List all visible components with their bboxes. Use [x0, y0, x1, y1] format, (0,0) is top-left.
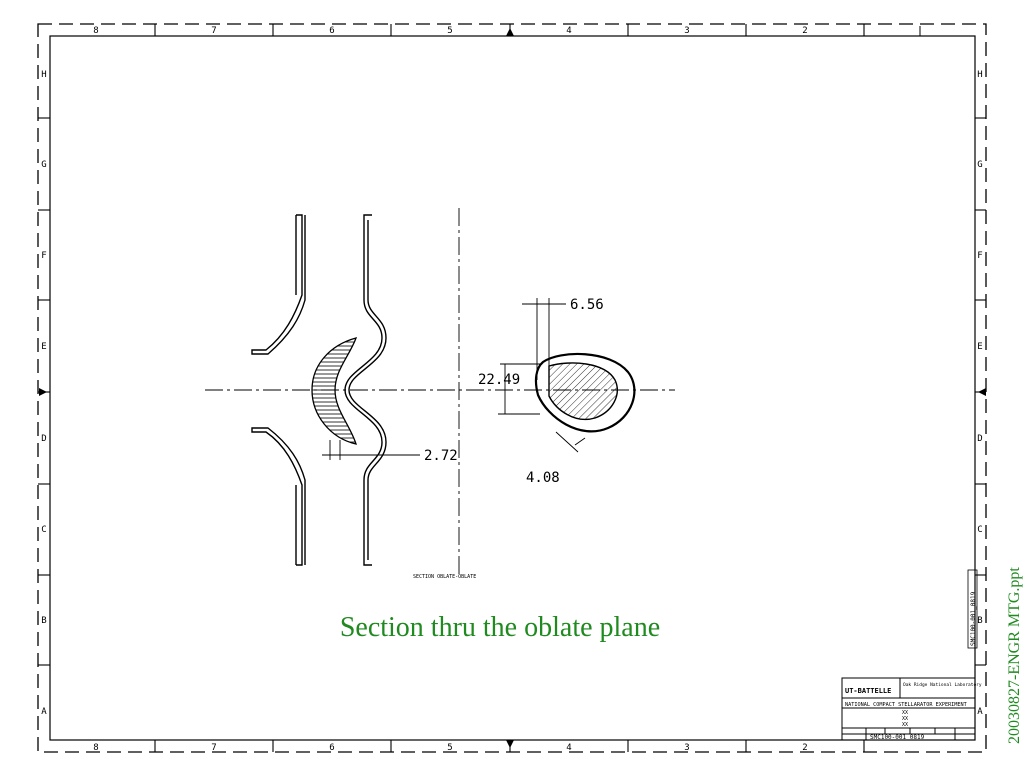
outer-wall-section	[251, 214, 306, 566]
title-block	[841, 677, 976, 741]
col-label: 2	[802, 743, 807, 753]
slide-caption: Section thru the oblate plane	[339, 612, 661, 643]
lab-name: Oak Ridge National Laboratory	[903, 682, 982, 688]
title-placeholder: XX	[902, 710, 908, 716]
col-label: 5	[447, 743, 452, 753]
row-label: A	[41, 707, 47, 717]
height-dimension-label: 22.49	[478, 372, 520, 388]
col-label: 3	[684, 26, 689, 36]
row-label: E	[977, 342, 982, 352]
column-labels-top: 8 7 6 5 4 3 2	[93, 26, 807, 36]
section-label: SECTION OBLATE-OBLATE	[413, 574, 476, 580]
row-label: C	[977, 525, 982, 535]
top-width-dimension-label: 6.56	[570, 297, 604, 313]
rotated-drawing-number: SMC100-001_0819	[970, 591, 977, 646]
col-label: 6	[329, 26, 334, 36]
title-placeholder: XX	[902, 722, 908, 728]
row-label: C	[41, 525, 46, 535]
row-labels-right: H G F E D C B A	[977, 70, 983, 717]
hatched-crescent-section	[311, 337, 358, 445]
row-label: H	[41, 70, 46, 80]
col-label: 6	[329, 743, 334, 753]
col-label: 8	[93, 26, 98, 36]
col-label: 4	[566, 743, 571, 753]
row-label: G	[977, 160, 982, 170]
col-label: 4	[566, 26, 571, 36]
d-shape-outer	[534, 352, 636, 433]
row-label: H	[977, 70, 982, 80]
col-label: 3	[684, 743, 689, 753]
col-label: 8	[93, 743, 98, 753]
column-labels-bottom: 8 7 6 5 4 3 2	[93, 743, 807, 753]
project-title: NATIONAL COMPACT STELLARATOR EXPERIMENT	[845, 702, 967, 708]
side-file-note: 20030827-ENGR MTG.ppt	[1006, 567, 1023, 744]
row-label: G	[41, 160, 46, 170]
revision-block	[864, 26, 975, 37]
gap-dimension-label: 2.72	[424, 448, 458, 464]
rotated-number-strip: SMC100-001_0819	[967, 569, 978, 649]
center-arrows	[39, 28, 986, 748]
col-label: 7	[211, 26, 216, 36]
row-label: F	[977, 251, 982, 261]
inner-wall-section	[344, 214, 387, 566]
row-label: D	[41, 434, 46, 444]
gap-dimension	[322, 440, 420, 460]
row-label: A	[977, 707, 983, 717]
row-label: B	[41, 616, 46, 626]
company-logo-text: UT-BATTELLE	[845, 687, 891, 695]
col-label: 2	[802, 26, 807, 36]
title-placeholder: XX	[902, 716, 908, 722]
row-label: E	[41, 342, 46, 352]
row-label: B	[977, 616, 982, 626]
drawing-number: SMC100-001_0819	[870, 734, 925, 741]
col-label: 5	[447, 26, 452, 36]
thickness-dimension-label: 4.08	[526, 470, 560, 486]
row-label: F	[41, 251, 46, 261]
right-dimensions	[498, 298, 586, 453]
col-label: 7	[211, 743, 216, 753]
d-shape-hatched-inner	[548, 362, 618, 421]
row-label: D	[977, 434, 982, 444]
row-labels-left: H G F E D C B A	[41, 70, 47, 717]
